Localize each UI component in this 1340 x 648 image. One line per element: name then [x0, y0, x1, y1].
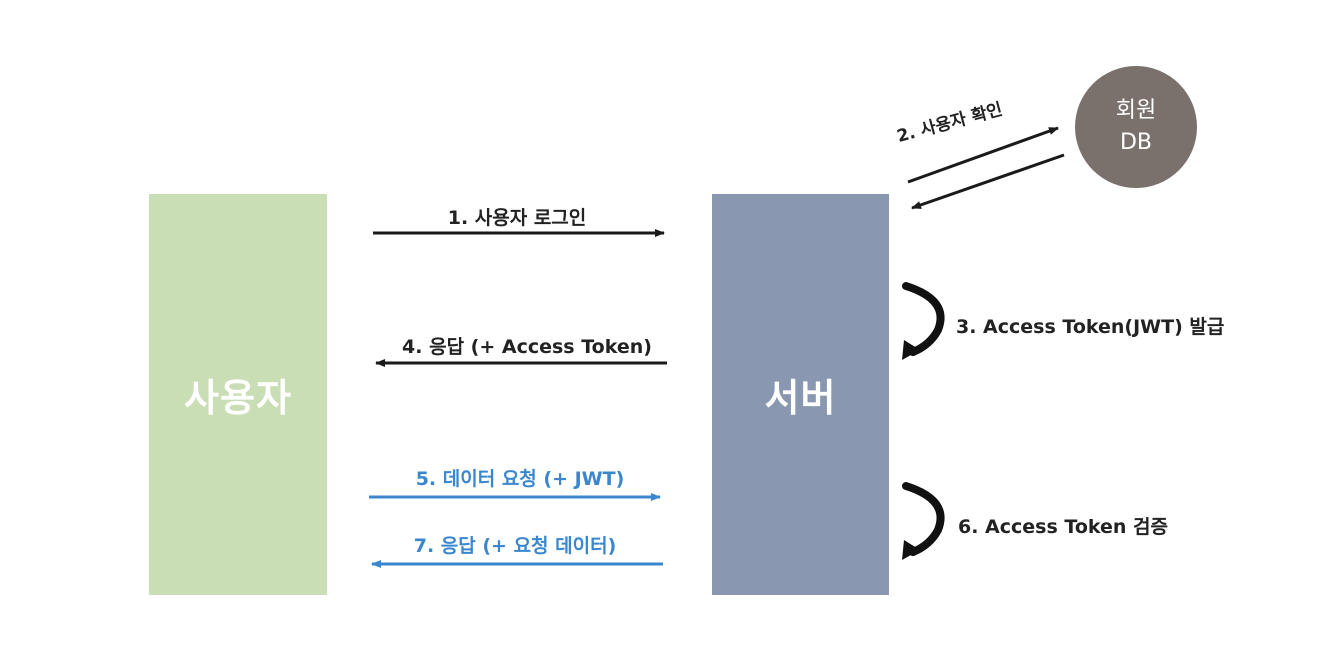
step1-label: 1. 사용자 로그인 [447, 207, 587, 229]
server-box-label: 서버 [764, 376, 837, 420]
step3-label: 3. Access Token(JWT) 발급 [956, 316, 1225, 338]
step4-label: 4. 응답 (+ Access Token) [402, 336, 652, 358]
user-box: 사용자 [149, 194, 327, 595]
db-label-line2: DB [1119, 130, 1153, 155]
db-label-line1: 회원 [1115, 98, 1157, 123]
self-loop-arrow-step3 [902, 282, 945, 360]
self-loop-arrow-step6 [902, 482, 945, 560]
step7-label: 7. 응답 (+ 요청 데이터) [413, 535, 617, 557]
step5-label: 5. 데이터 요청 (+ JWT) [415, 468, 625, 490]
arrow-step2 [907, 126, 1059, 184]
step6-label: 6. Access Token 검증 [958, 516, 1169, 538]
user-box-label: 사용자 [184, 376, 292, 420]
member-db-node: 회원 DB [1075, 66, 1197, 188]
server-box: 서버 [712, 194, 889, 595]
arrow-db-return [911, 153, 1065, 210]
